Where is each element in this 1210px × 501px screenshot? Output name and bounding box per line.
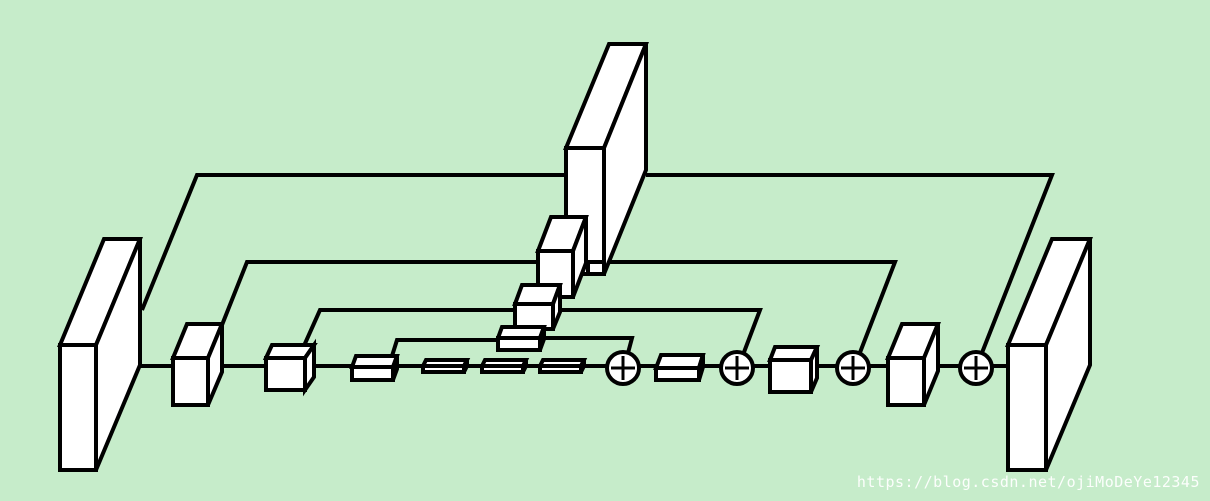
input-block (57, 237, 143, 472)
encoder-block-3 (349, 354, 400, 382)
add-node-2 (719, 350, 755, 386)
bottleneck-block-3 (536, 358, 588, 374)
branch-block-level-4 (495, 325, 547, 352)
skip-line-level-2 (218, 260, 540, 331)
decoder-block-2 (767, 345, 821, 394)
skip-line-level-3-return (560, 308, 763, 369)
skip-line-level-1-return (646, 173, 1055, 369)
skip-line-level-2-return (605, 260, 898, 369)
decoder-block-3 (885, 322, 941, 407)
bottleneck-block-1 (419, 358, 471, 374)
encoder-block-1 (170, 322, 225, 407)
add-node-4 (958, 350, 994, 386)
branch-tall-block-stub (586, 260, 606, 276)
decoder-block-1 (653, 353, 706, 382)
add-node-3 (835, 350, 871, 386)
skip-line-level-3 (301, 308, 516, 349)
output-block (1005, 237, 1093, 472)
encoder-block-2 (262, 338, 318, 397)
bottleneck-block-2 (478, 358, 530, 374)
add-node-1 (605, 350, 641, 386)
skip-line-level-4 (390, 338, 500, 357)
branch-block-level-3 (512, 283, 563, 331)
watermark-text: https://blog.csdn.net/ojiMoDeYe12345 (856, 473, 1200, 491)
skip-line-level-1 (140, 173, 566, 311)
